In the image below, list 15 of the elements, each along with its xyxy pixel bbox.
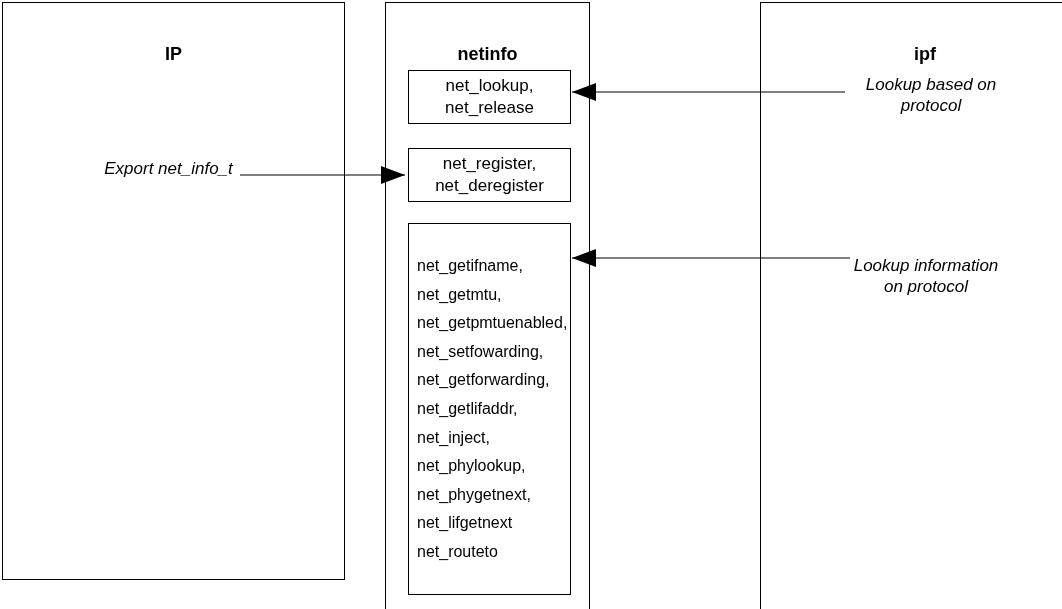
- arrow: [571, 83, 846, 101]
- module-panel: [760, 2, 1062, 609]
- annotation-text: Export net_info_t: [96, 144, 241, 192]
- function-box: net_lookup, net_release: [408, 70, 571, 124]
- arrow: [239, 166, 406, 184]
- arrow: [571, 249, 851, 267]
- module-panel: [2, 2, 345, 580]
- function-box: net_register, net_deregister: [408, 148, 571, 202]
- function-list-box: net_getifname, net_getmtu, net_getpmtuenabled, net_setfowarding, net_getforwarding, net_getlifaddr, net_inject, net_phylookup, net_phygetnext, net_lifgetnext net_routeto: [408, 223, 571, 595]
- annotation-text: Lookup based on protocol: [846, 67, 1016, 123]
- annotation-text: Lookup information on protocol: [851, 231, 1001, 321]
- panel-title: ipf: [913, 43, 937, 66]
- panel-title: netinfo: [456, 43, 519, 66]
- panel-title: IP: [164, 43, 183, 66]
- module-panel: [385, 2, 590, 609]
